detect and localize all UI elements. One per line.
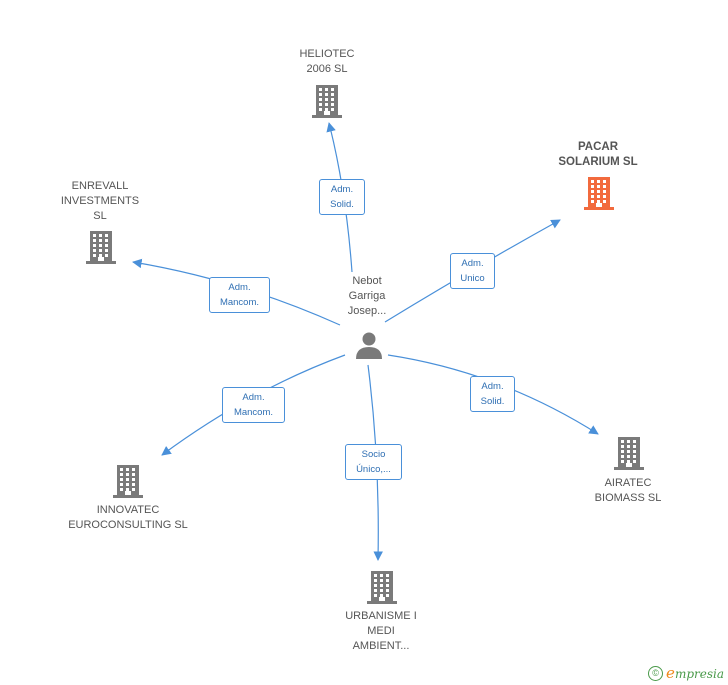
building-icon[interactable] <box>613 436 645 475</box>
node-label-airatec[interactable]: AIRATEC BIOMASS SL <box>594 477 662 504</box>
node-label-urbanisme[interactable]: URBANISME I MEDI AMBIENT... <box>345 610 417 652</box>
footer-brand: ©empresia <box>648 664 724 682</box>
building-icon[interactable] <box>583 176 615 215</box>
edge-label-innovatec: Adm. Mancom. <box>222 387 285 423</box>
person-label[interactable]: Nebot Garriga Josep... <box>347 275 387 317</box>
edge-label-pacar: Adm. Unico <box>450 253 495 289</box>
node-label-heliotec[interactable]: HELIOTEC 2006 SL <box>299 48 355 75</box>
node-label-pacar[interactable]: PACAR SOLARIUM SL <box>558 141 638 168</box>
edge-label-heliotec: Adm. Solid. <box>319 179 365 215</box>
edge-label-enrevall: Adm. Mancom. <box>209 277 270 313</box>
edge-label-urbanisme: Socio Único,... <box>345 444 402 480</box>
node-label-innovatec[interactable]: INNOVATEC EUROCONSULTING SL <box>68 504 188 531</box>
building-icon[interactable] <box>112 464 144 503</box>
brand-logo: empresia <box>666 664 724 682</box>
person-icon[interactable] <box>354 330 384 360</box>
building-icon[interactable] <box>311 84 343 123</box>
building-icon[interactable] <box>366 570 398 609</box>
copyright-icon: © <box>648 665 664 681</box>
building-icon[interactable] <box>85 230 117 269</box>
node-label-enrevall[interactable]: ENREVALL INVESTMENTS SL <box>60 180 140 222</box>
edge-label-airatec: Adm. Solid. <box>470 376 515 412</box>
